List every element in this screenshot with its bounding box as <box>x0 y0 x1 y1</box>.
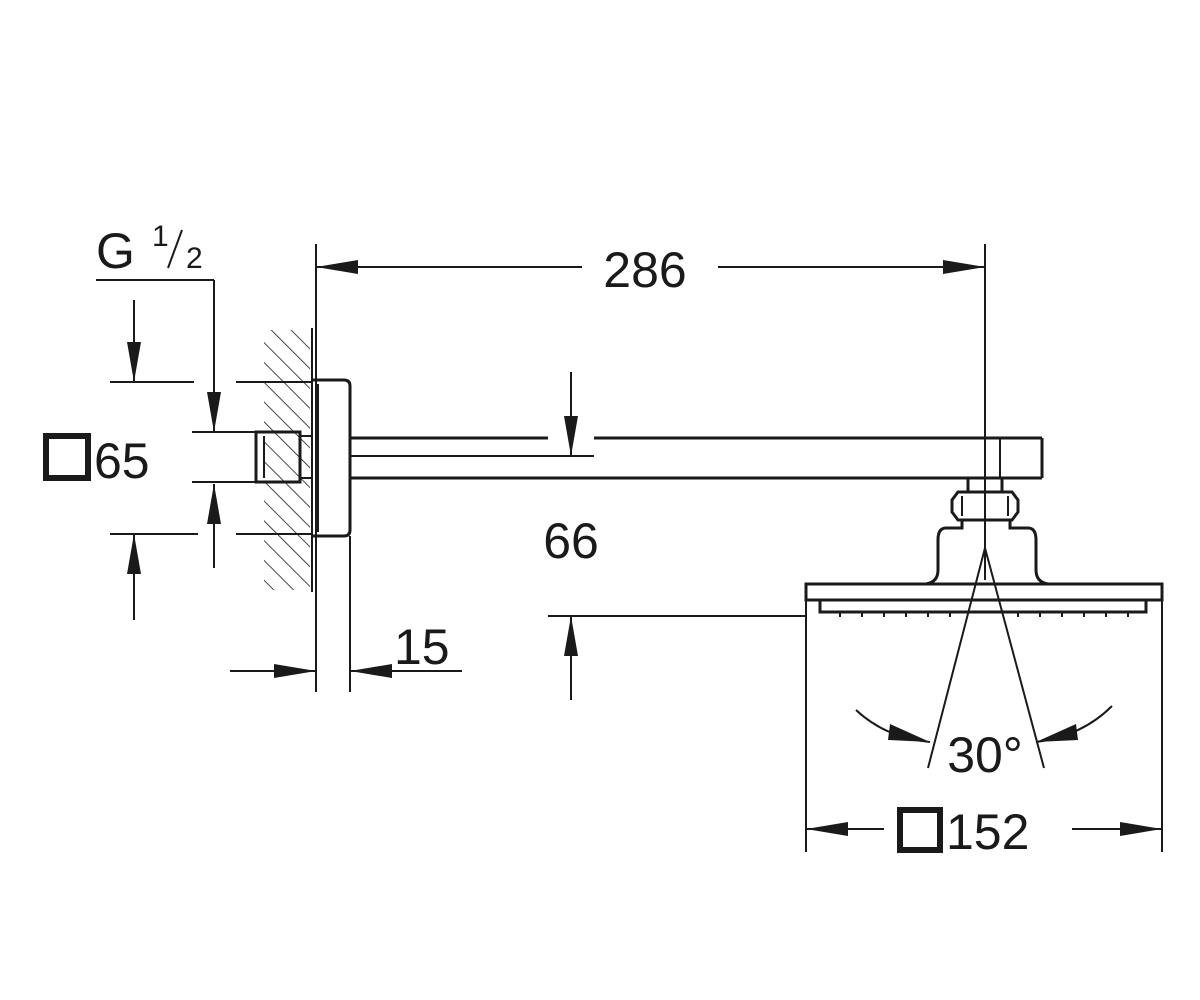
spray-angle-label: 30° <box>947 727 1023 783</box>
square-symbol-icon <box>897 807 943 853</box>
dimension-flange-depth: 15 <box>230 536 462 692</box>
drop-label: 66 <box>543 513 599 569</box>
shower-arm <box>350 436 1044 480</box>
thread-numerator: 1 <box>152 220 169 253</box>
thread-denominator: 2 <box>186 242 203 275</box>
thread-nipple <box>254 430 302 484</box>
wall-flange <box>254 378 352 538</box>
dimension-head-size: 152 <box>805 600 1163 860</box>
dimension-arm-length: 286 <box>315 242 986 692</box>
wall-hatching <box>264 330 310 590</box>
dimension-thread: G 1 2 <box>96 220 256 568</box>
thread-letter: G <box>96 223 135 279</box>
flange-depth-label: 15 <box>394 619 450 675</box>
wall <box>264 328 313 592</box>
dimension-spray-angle: 30° <box>855 547 1113 783</box>
flange-label: 65 <box>94 433 150 489</box>
arm-length-label: 286 <box>603 242 686 298</box>
dimension-flange: 65 <box>43 300 312 620</box>
dimension-drop: 66 <box>543 372 806 700</box>
shower-head <box>804 476 1164 617</box>
square-symbol-icon <box>43 433 91 481</box>
head-size-label: 152 <box>946 804 1029 860</box>
